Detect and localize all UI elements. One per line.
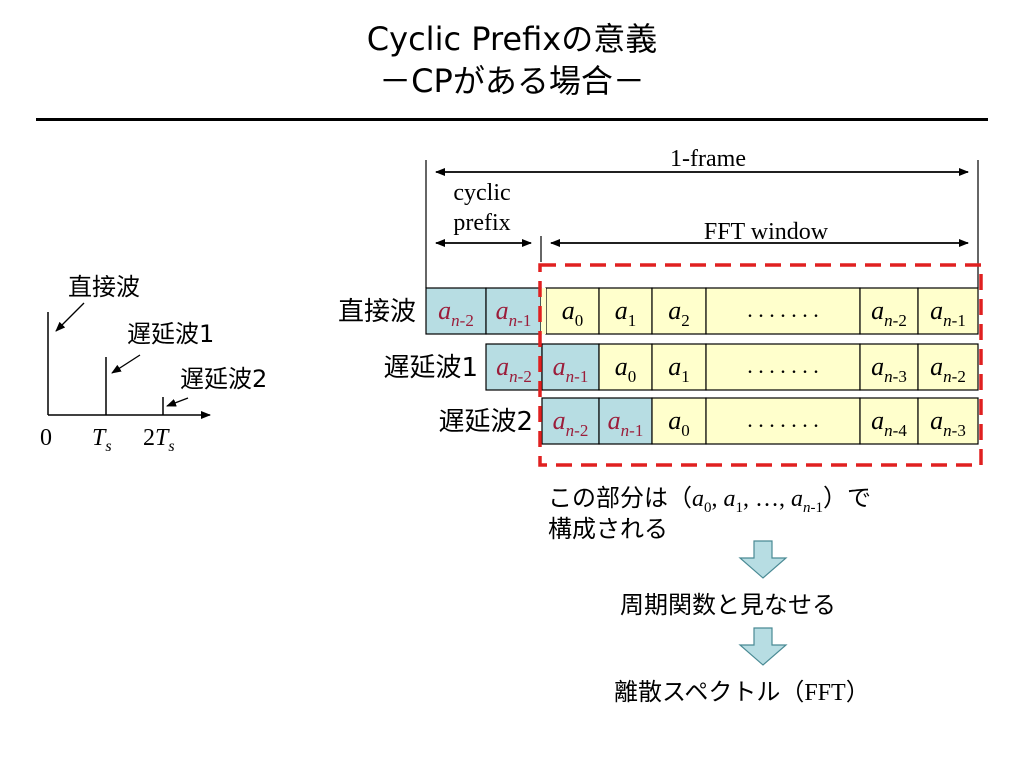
tail-symbol-cell: an-3 xyxy=(917,397,979,445)
symbol-label: an-3 xyxy=(930,406,966,440)
row-label: 遅延波1 xyxy=(383,353,478,383)
data-symbol-cell: a0 xyxy=(598,343,653,391)
row-label: 直接波 xyxy=(338,297,416,327)
sequence-formula: a0, a1, …, an-1 xyxy=(692,486,823,516)
cp-label-line1: cyclic xyxy=(453,180,510,206)
data-symbol-cell: a0 xyxy=(545,287,600,335)
multipath-timeline: 直接波 遅延波1 遅延波2 0 Ts 2Ts xyxy=(40,273,267,455)
symbol-rows: 直接波 an-2 an-1 a0 a1 a2 . . . . . . . an-2 an-1 遅延… xyxy=(338,287,979,445)
ellipsis-text: . . . . . . . xyxy=(747,297,819,322)
fft-window-label: FFT window xyxy=(704,219,829,245)
frame-dimensions: 1-frame cyclic prefix FFT window xyxy=(425,146,979,288)
symbol-label: an-2 xyxy=(438,296,474,330)
ellipsis-cell: . . . . . . . xyxy=(705,343,861,391)
symbol-label: an-3 xyxy=(871,352,907,386)
ellipsis-text: . . . . . . . xyxy=(747,407,819,432)
tick-zero: 0 xyxy=(40,425,52,451)
symbol-label: an-1 xyxy=(553,352,589,386)
tick-ts: Ts xyxy=(92,425,112,455)
cp-symbol-cell: an-1 xyxy=(598,397,653,445)
slide-subtitle: －CPがある場合－ xyxy=(379,62,645,100)
ellipsis-cell: . . . . . . . xyxy=(705,397,861,445)
symbol-label: a1 xyxy=(668,352,690,386)
symbol-label: an-1 xyxy=(608,406,644,440)
down-arrow-icon xyxy=(738,540,788,579)
periodic-function-caption: 周期関数と見なせる xyxy=(620,591,836,619)
tail-symbol-cell: an-4 xyxy=(859,397,919,445)
symbol-label: an-2 xyxy=(871,296,907,330)
symbol-label: an-2 xyxy=(930,352,966,386)
delay2-pointer xyxy=(166,397,189,407)
symbol-label: an-4 xyxy=(871,406,907,440)
direct-wave-label: 直接波 xyxy=(68,273,140,301)
data-symbol-cell: a1 xyxy=(651,343,707,391)
cp-symbol-cell: an-1 xyxy=(541,343,600,391)
data-symbol-cell: a1 xyxy=(598,287,653,335)
tail-symbol-cell: an-2 xyxy=(859,287,919,335)
cp-symbol-cell: an-2 xyxy=(425,287,487,335)
symbol-label: an-1 xyxy=(496,296,532,330)
delay2-label: 遅延波2 xyxy=(180,365,267,393)
symbol-label: a0 xyxy=(668,406,690,440)
row-label: 遅延波2 xyxy=(438,407,533,437)
symbol-label: a2 xyxy=(668,296,690,330)
symbol-label: a0 xyxy=(615,352,637,386)
frame-label: 1-frame xyxy=(670,146,746,172)
cp-symbol-cell: an-1 xyxy=(485,287,542,335)
symbol-label: an-2 xyxy=(553,406,589,440)
ellipsis-text: . . . . . . . xyxy=(747,353,819,378)
cp-label-line2: prefix xyxy=(453,210,510,236)
fft-window-box xyxy=(538,263,983,467)
down-arrow-icon xyxy=(738,627,788,666)
data-symbol-cell: a2 xyxy=(651,287,707,335)
symbol-label: a0 xyxy=(562,296,584,330)
symbol-label: an-2 xyxy=(496,352,532,386)
delay1-pointer xyxy=(111,354,141,374)
cp-symbol-cell: an-2 xyxy=(485,343,543,391)
tick-2ts: 2Ts xyxy=(143,425,175,455)
tail-symbol-cell: an-3 xyxy=(859,343,919,391)
tail-symbol-cell: an-1 xyxy=(917,287,979,335)
window-caption-line2: 構成される xyxy=(548,515,668,543)
discrete-spectrum-caption: 離散スペクトル（FFT） xyxy=(614,678,870,706)
data-symbol-cell: a0 xyxy=(651,397,707,445)
cp-symbol-cell: an-2 xyxy=(541,397,600,445)
row-gap-fill xyxy=(541,288,546,334)
delay1-label: 遅延波1 xyxy=(127,320,214,348)
symbol-label: a1 xyxy=(615,296,637,330)
window-caption-line1: この部分は（a0, a1, …, an-1）で xyxy=(548,484,871,516)
symbol-label: an-1 xyxy=(930,296,966,330)
tail-symbol-cell: an-2 xyxy=(917,343,979,391)
ellipsis-cell: . . . . . . . xyxy=(705,287,861,335)
direct-pointer xyxy=(55,302,85,332)
title-divider xyxy=(36,118,988,121)
slide-title: Cyclic Prefixの意義 xyxy=(366,20,658,58)
